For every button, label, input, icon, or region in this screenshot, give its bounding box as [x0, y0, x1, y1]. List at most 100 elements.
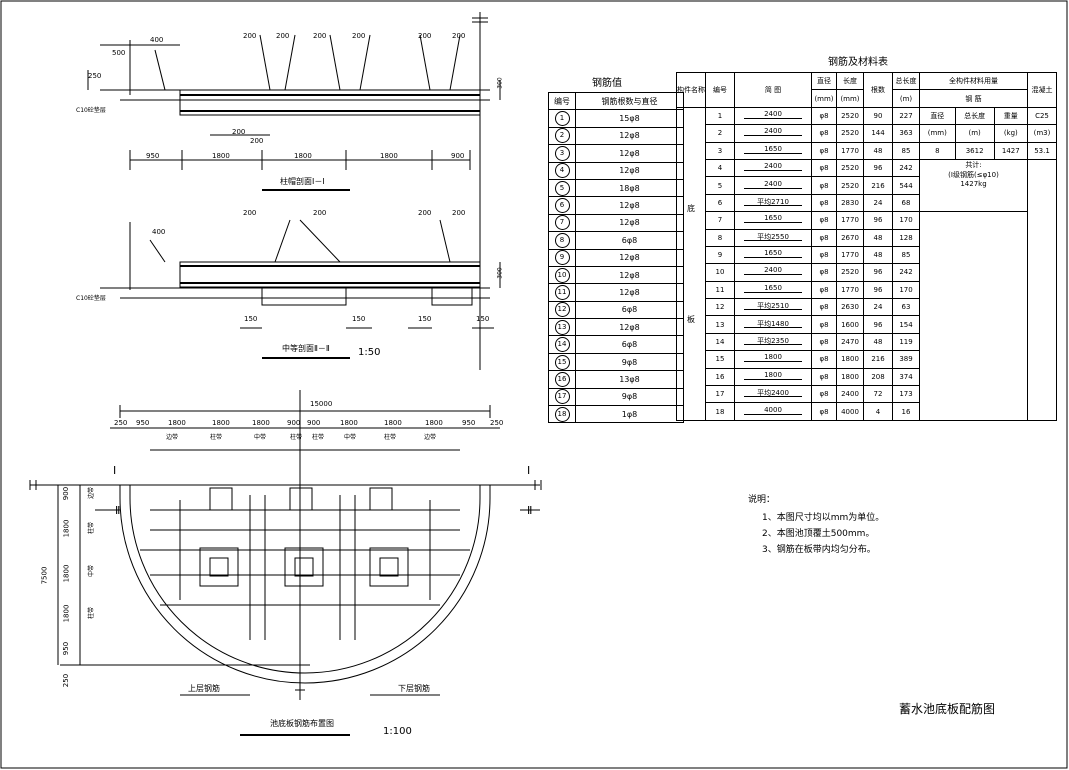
- rebar-shape: 平均2710: [742, 197, 804, 207]
- dim-500: 500: [112, 49, 126, 57]
- rebar-no-cell: 13: [548, 318, 576, 337]
- h-count: 根数: [863, 72, 893, 108]
- left-strip-label: 柱带: [88, 606, 96, 620]
- count-cell: 48: [863, 332, 893, 352]
- c10-label-1: C10砼垫层: [76, 107, 106, 114]
- rebar-no-cell: 16: [548, 370, 576, 389]
- dia-cell: φ8: [811, 298, 837, 317]
- rebar-spec-cell: 12φ8: [575, 126, 684, 146]
- len-cell: 2470: [836, 332, 864, 352]
- len-cell: 2520: [836, 263, 864, 282]
- rebar-no-circle: 1: [554, 111, 570, 127]
- rebar-shape: 2400: [742, 110, 804, 120]
- count-cell: 90: [863, 106, 893, 126]
- rebar-shape-label: 平均2550: [757, 232, 789, 241]
- rebar-shape-line: [744, 239, 802, 241]
- note-item: 1、本图尺寸均以mm为单位。: [762, 513, 885, 523]
- dim-200: 200: [313, 32, 327, 40]
- rebar-no-cell: 1: [548, 109, 576, 128]
- rebar-shape-label: 2400: [764, 162, 782, 171]
- rebar-no-circle: 18: [554, 406, 570, 422]
- total-cell: 68: [892, 193, 920, 213]
- rebar-table-title: 钢筋值: [592, 78, 622, 89]
- count-cell: 216: [863, 176, 893, 195]
- total-cell: 173: [892, 385, 920, 404]
- rebar-shape: 2400: [742, 266, 804, 276]
- len-cell: 1770: [836, 245, 864, 265]
- total-cell: 374: [892, 367, 920, 387]
- h-sum-dia: 直径: [919, 106, 956, 126]
- rebar-spec-cell: 12φ8: [575, 248, 684, 267]
- plan-left-dim: 1800: [62, 519, 71, 538]
- strip-label: 柱带: [290, 434, 303, 441]
- len-cell: 4000: [836, 402, 864, 421]
- rebar-spec-cell: 12φ8: [575, 144, 684, 163]
- no-cell: 2: [705, 124, 735, 143]
- total-cell: 128: [892, 228, 920, 247]
- rebar-spec-cell: 12φ8: [575, 283, 684, 302]
- len-cell: 2830: [836, 193, 864, 213]
- h-summary: 全构件材料用量: [919, 71, 1028, 91]
- dia-cell: φ8: [811, 141, 837, 160]
- shape-cell: 4000: [734, 402, 812, 421]
- total-cell: 227: [892, 106, 920, 126]
- dim-200: 200: [276, 32, 290, 40]
- concrete-grade: C25: [1027, 106, 1057, 126]
- rebar-spec-cell: 6φ8: [575, 300, 684, 320]
- col-no-header: 编号: [548, 91, 576, 111]
- total-cell: 85: [892, 141, 920, 160]
- dim-950: 950: [146, 152, 160, 160]
- count-cell: 216: [863, 350, 893, 369]
- c10-label-2: C10砼垫层: [76, 295, 106, 302]
- dim-200: 200: [243, 32, 257, 40]
- dim-400: 400: [152, 228, 166, 236]
- len-cell: 1770: [836, 141, 864, 160]
- rebar-shape-line: [744, 274, 802, 276]
- h-rebar: 钢 筋: [919, 89, 1028, 108]
- len-cell: 2520: [836, 158, 864, 178]
- rebar-spec-cell: 18φ8: [575, 178, 684, 198]
- strip-label: 边带: [424, 434, 437, 441]
- dia-cell: φ8: [811, 263, 837, 282]
- material-table-title: 钢筋及材料表: [828, 57, 888, 68]
- dia-cell: φ8: [811, 228, 837, 247]
- rebar-no-cell: 18: [548, 405, 576, 424]
- rebar-spec-cell: 13φ8: [575, 370, 684, 389]
- shape-cell: 1800: [734, 367, 812, 387]
- len-cell: 1600: [836, 315, 864, 334]
- shape-cell: 平均2710: [734, 193, 812, 213]
- rebar-shape-line: [744, 170, 802, 172]
- component-char-2: 板: [687, 314, 695, 324]
- section-1-title: 柱帽剖面Ⅰ－Ⅰ: [280, 177, 325, 186]
- dim-150: 150: [418, 315, 432, 323]
- dim-200: 200: [452, 32, 466, 40]
- h-component: 构件名称: [676, 72, 706, 108]
- plan-dim: 1800: [168, 419, 186, 427]
- rebar-no-circle: 10: [554, 267, 570, 283]
- dia-cell: φ8: [811, 385, 837, 404]
- count-cell: 96: [863, 280, 893, 300]
- rebar-spec-cell: 1φ8: [575, 405, 684, 424]
- dia-cell: φ8: [811, 211, 837, 230]
- dia-cell: φ8: [811, 193, 837, 213]
- no-cell: 10: [705, 263, 735, 282]
- h-sum-len-unit: (m): [954, 124, 995, 143]
- rebar-no-cell: 8: [548, 231, 576, 250]
- col-spec-header: 钢筋根数与直径: [575, 91, 684, 111]
- h-sum-len: 总长度: [954, 106, 995, 126]
- h-total: 总长度: [892, 71, 920, 91]
- h-sum-dia-unit: (mm): [919, 124, 956, 143]
- total-cell: 170: [892, 211, 920, 230]
- section-mark-I-right: Ⅰ: [527, 464, 531, 477]
- shape-cell: 平均1480: [734, 315, 812, 334]
- rebar-shape: 平均2400: [742, 388, 804, 398]
